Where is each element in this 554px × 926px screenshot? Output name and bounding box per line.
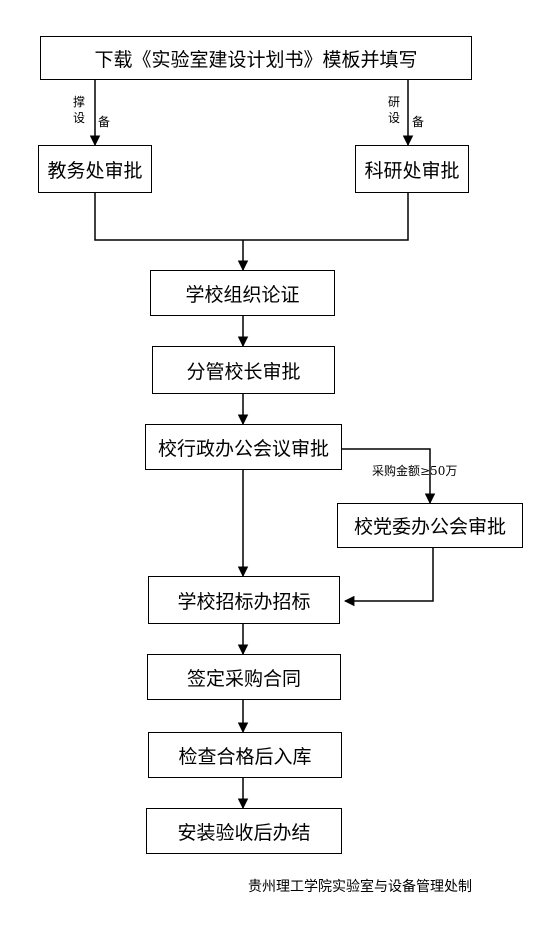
note-research-char-2: 设 (387, 111, 400, 125)
step-president-office-meeting: 校行政办公会议审批 (145, 424, 342, 470)
step-bidding-office: 学校招标办招标 (148, 576, 340, 624)
step-academic-affairs-approval: 教务处审批 (38, 145, 152, 193)
note-research-char-3: 备 (411, 115, 424, 129)
note-purchase-threshold: 采购金额≥50万 (372, 464, 458, 478)
step-download-template: 下载《实验室建设计划书》模板并填写 (40, 36, 472, 80)
merge-connector (94, 193, 409, 241)
step-inspect-store: 检查合格后入库 (148, 732, 342, 778)
step-research-office-approval: 科研处审批 (355, 145, 469, 193)
note-research-char-1: 研 (387, 95, 400, 109)
step-install-close: 安装验收后办结 (146, 808, 342, 854)
note-teaching-equipment-2: 备 (96, 114, 112, 130)
step-vice-president-approval: 分管校长审批 (152, 346, 335, 394)
note-teaching-char-3: 备 (97, 115, 110, 129)
note-teaching-char-2: 设 (72, 111, 85, 125)
footer-credit: 贵州理工学院实验室与设备管理处制 (248, 879, 472, 895)
note-research-equipment: 研 设 (386, 94, 402, 126)
arrow-party-to-bidding (343, 548, 434, 607)
step-party-committee-meeting: 校党委办公会审批 (337, 503, 523, 548)
note-research-equipment-2: 备 (410, 114, 426, 130)
note-teaching-equipment: 撑 设 (71, 94, 87, 126)
step-school-review: 学校组织论证 (150, 270, 335, 316)
step-sign-contract: 签定采购合同 (147, 654, 341, 700)
note-teaching-char-1: 撑 (72, 95, 85, 109)
arrow-to-party-committee (342, 448, 436, 505)
